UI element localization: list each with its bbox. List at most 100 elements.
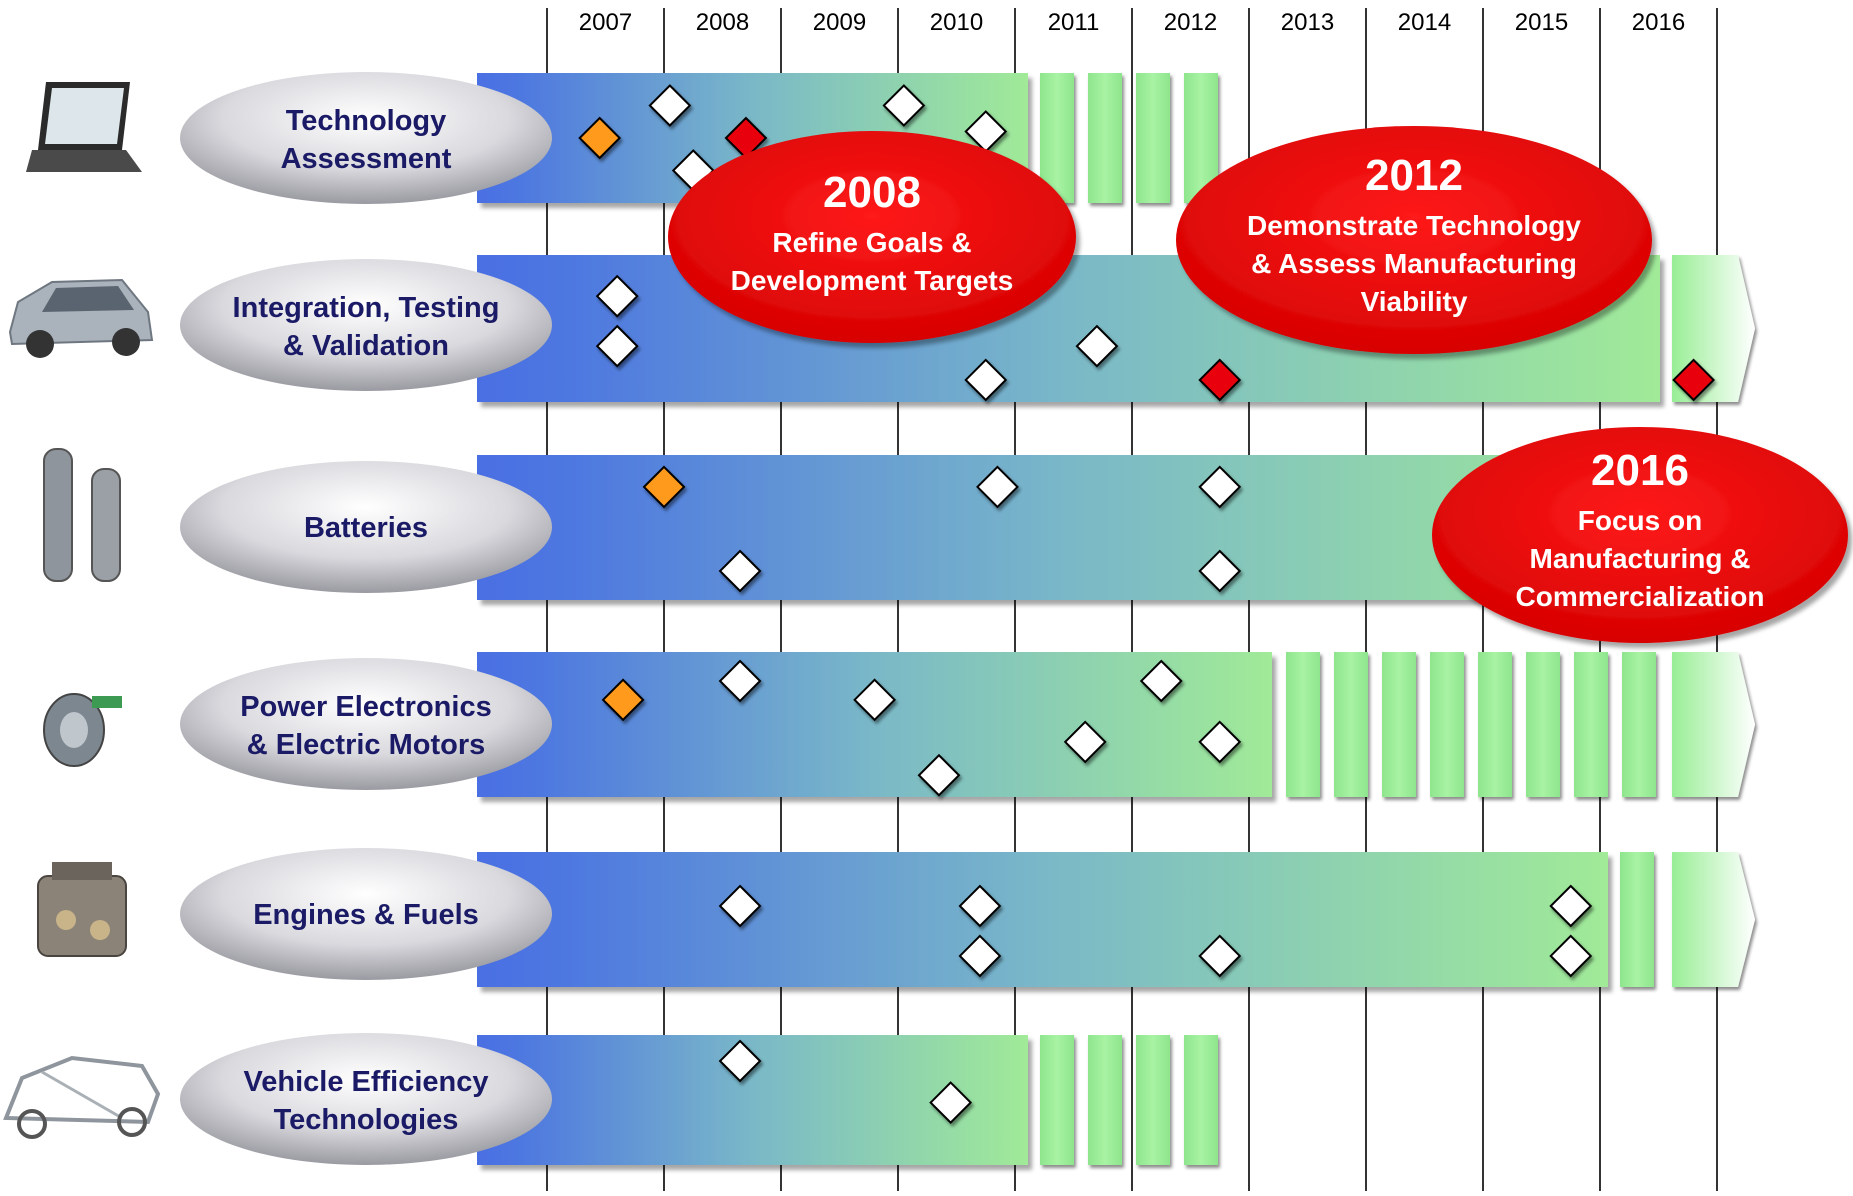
year-label-2013: 2013 (1281, 9, 1334, 36)
row-label-line1: Engines & Fuels (253, 899, 479, 931)
engine-head (52, 862, 112, 880)
row-label-line2: Assessment (281, 143, 452, 175)
callout-line2: & Assess Manufacturing (1251, 248, 1577, 279)
bar-block (1382, 652, 1416, 797)
engine-part (90, 920, 110, 940)
milestone-diamond (718, 659, 762, 703)
label-ellipse (180, 1033, 552, 1165)
car-frame-icon (3, 1055, 161, 1139)
callout-year: 2016 (1591, 446, 1689, 495)
bar-block (1088, 1035, 1122, 1165)
year-label-2014: 2014 (1398, 9, 1451, 36)
bar-block (1136, 73, 1170, 203)
program-bar-3 (477, 652, 1755, 797)
bar-block (1040, 73, 1074, 203)
year-label-2012: 2012 (1164, 9, 1217, 36)
milestone-diamond (929, 1081, 973, 1125)
year-label-2007: 2007 (579, 9, 632, 36)
battery-icon (43, 448, 121, 582)
bar-block (1040, 1035, 1074, 1165)
milestone-diamond (718, 1039, 762, 1083)
milestone-diamond (1198, 465, 1242, 509)
program-bar-5 (477, 1035, 1218, 1165)
milestone-diamond (1198, 358, 1242, 402)
row-label-line2: Technologies (274, 1104, 459, 1136)
laptop-icon (26, 82, 142, 172)
row-label-line2: & Validation (283, 330, 449, 362)
milestone-diamond (578, 116, 622, 160)
milestone-diamond (595, 324, 639, 368)
bar-block (1526, 652, 1560, 797)
milestone-diamond (853, 678, 897, 722)
row-label-ellipse-4: Engines & Fuels (180, 848, 552, 980)
callout-line1: Demonstrate Technology (1247, 210, 1581, 241)
bar-block (1622, 652, 1656, 797)
bar-block (1136, 1035, 1170, 1165)
row-label-line2: & Electric Motors (247, 729, 486, 761)
milestone-diamond (958, 934, 1002, 978)
motor-shaft (92, 696, 122, 708)
bar-block (1088, 73, 1122, 203)
motor-icon (43, 693, 122, 767)
milestone-diamond (718, 549, 762, 593)
suv-window (42, 286, 134, 312)
motor-face (60, 712, 88, 748)
milestone-diamond (882, 84, 926, 127)
milestone-diamond (917, 753, 961, 797)
bar-body (477, 852, 1608, 987)
milestone-diamond (601, 678, 645, 722)
bar-block (1620, 852, 1654, 987)
bar-block (1430, 652, 1464, 797)
car-frame-wheel (17, 1109, 47, 1139)
year-label-2011: 2011 (1048, 9, 1100, 36)
milestone-diamond (1672, 358, 1716, 402)
year-label-2009: 2009 (813, 9, 866, 36)
callout-ellipse (668, 131, 1076, 343)
bar-block (1478, 652, 1512, 797)
suv-wheel (26, 330, 54, 358)
label-ellipse (180, 658, 552, 790)
bar-block (1334, 652, 1368, 797)
battery-cell (91, 468, 121, 582)
program-bar-4 (477, 852, 1755, 987)
row-label-line1: Vehicle Efficiency (243, 1066, 488, 1098)
milestone-diamond (1549, 934, 1593, 978)
row-label-ellipse-3: Power Electronics & Electric Motors (180, 658, 552, 790)
laptop-base (26, 150, 142, 172)
callout-line3: Viability (1361, 286, 1468, 317)
row-label-ellipse-2: Batteries (180, 461, 552, 593)
milestone-diamond (958, 884, 1002, 928)
callout-ellipse (1176, 126, 1652, 354)
suv-wheel (112, 328, 140, 356)
milestone-diamond (964, 358, 1008, 402)
milestone-diamond (1063, 720, 1107, 764)
row-label-line1: Technology (286, 105, 447, 137)
milestone-diamond (1198, 549, 1242, 593)
row-label-ellipse-1: Integration, Testing& Validation (180, 259, 552, 391)
bar-block (1286, 652, 1320, 797)
milestone-diamond (595, 274, 639, 318)
suv-icon (8, 278, 154, 358)
row-label-line1: Power Electronics (240, 691, 491, 723)
row-icons (3, 82, 161, 1139)
callout-line1: Refine Goals & (772, 227, 971, 258)
callout-line1: Focus on (1578, 505, 1702, 536)
year-label-2010: 2010 (930, 9, 983, 36)
car-frame-wheel (117, 1107, 147, 1137)
milestones (578, 84, 1716, 1125)
bar-block (1184, 1035, 1218, 1165)
milestone-diamond (1198, 934, 1242, 978)
label-ellipse (180, 461, 552, 593)
car-frame-strut (41, 1070, 123, 1120)
milestone-diamond (642, 465, 686, 509)
